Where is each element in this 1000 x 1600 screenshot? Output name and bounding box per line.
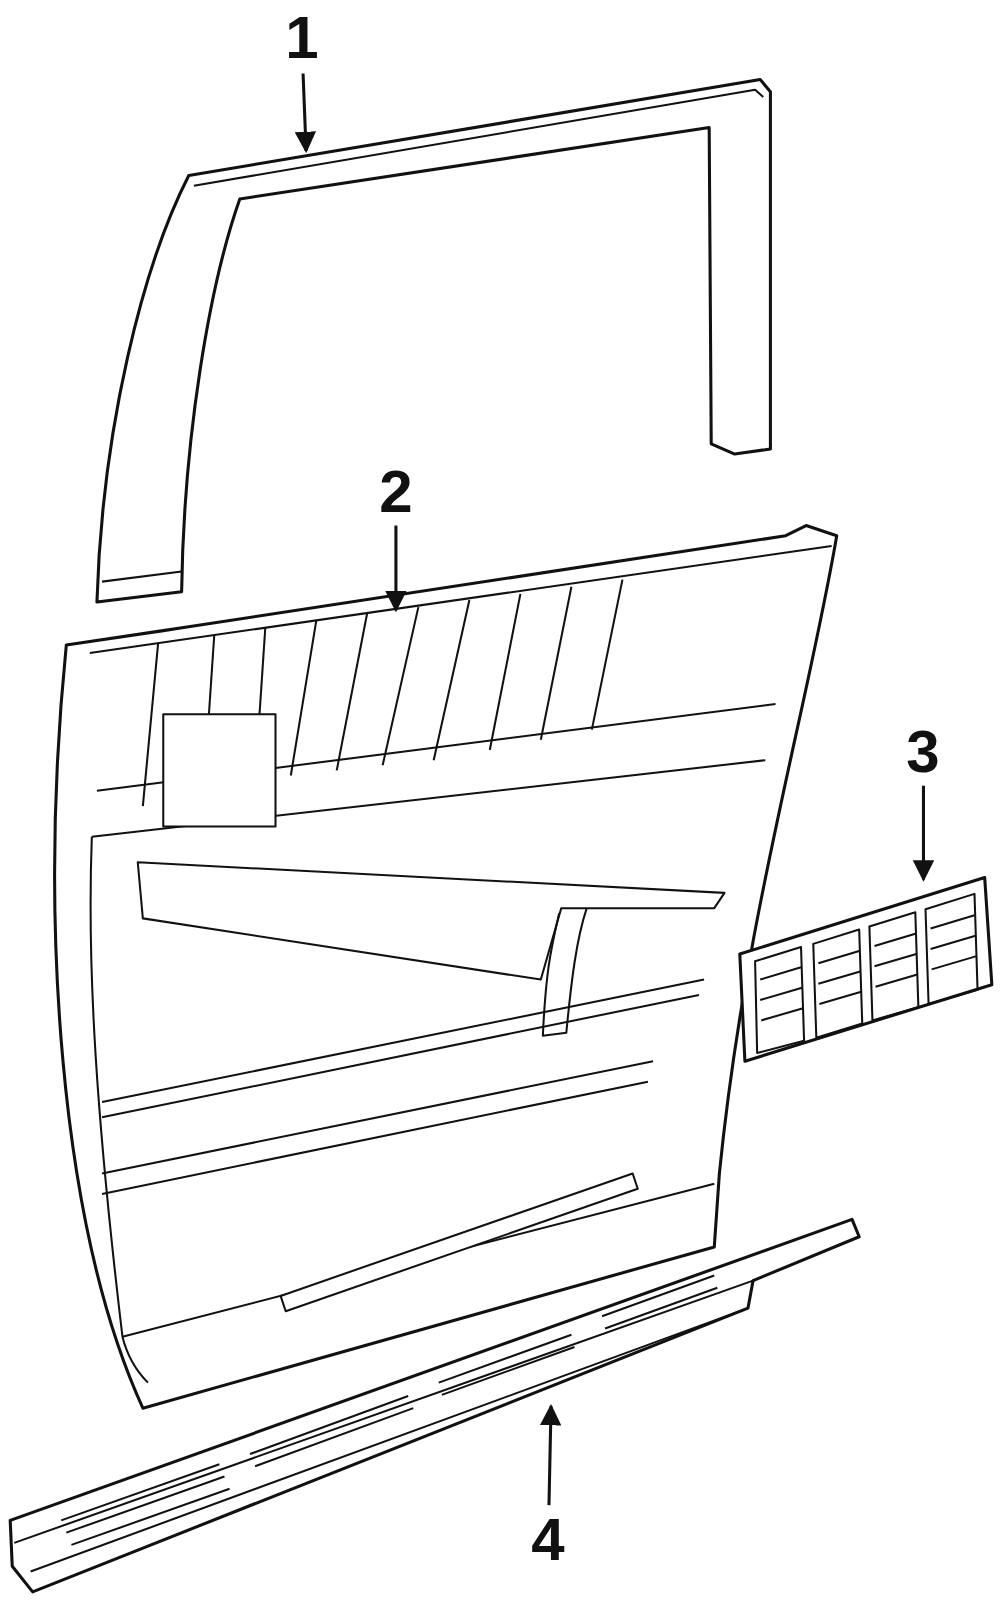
sill-tread-marks (61, 1276, 717, 1545)
grille-slots (755, 894, 977, 1053)
speaker-grille (740, 878, 992, 1062)
sill-edge (14, 1281, 753, 1572)
leader-arrow (922, 786, 925, 880)
callout-number: 3 (906, 722, 939, 782)
leader-arrow (303, 73, 306, 151)
leader-arrow (549, 1406, 551, 1505)
frame-edge (102, 571, 182, 581)
frame-edge (194, 90, 763, 186)
callout-number: 1 (285, 8, 318, 68)
panel-pull (543, 908, 587, 1036)
panel-groove (102, 980, 704, 1118)
callout-number: 2 (379, 462, 412, 522)
panel-switch-plate (163, 714, 275, 826)
leader-arrows (303, 73, 923, 1505)
panel-armrest (138, 862, 725, 979)
window-frame-moulding (97, 80, 770, 602)
sill-scuff-plate (10, 1219, 859, 1591)
panel-pocket (281, 1173, 638, 1311)
leader-arrow (394, 526, 397, 611)
callout-number: 4 (531, 1510, 564, 1570)
panel-band (90, 546, 832, 1194)
